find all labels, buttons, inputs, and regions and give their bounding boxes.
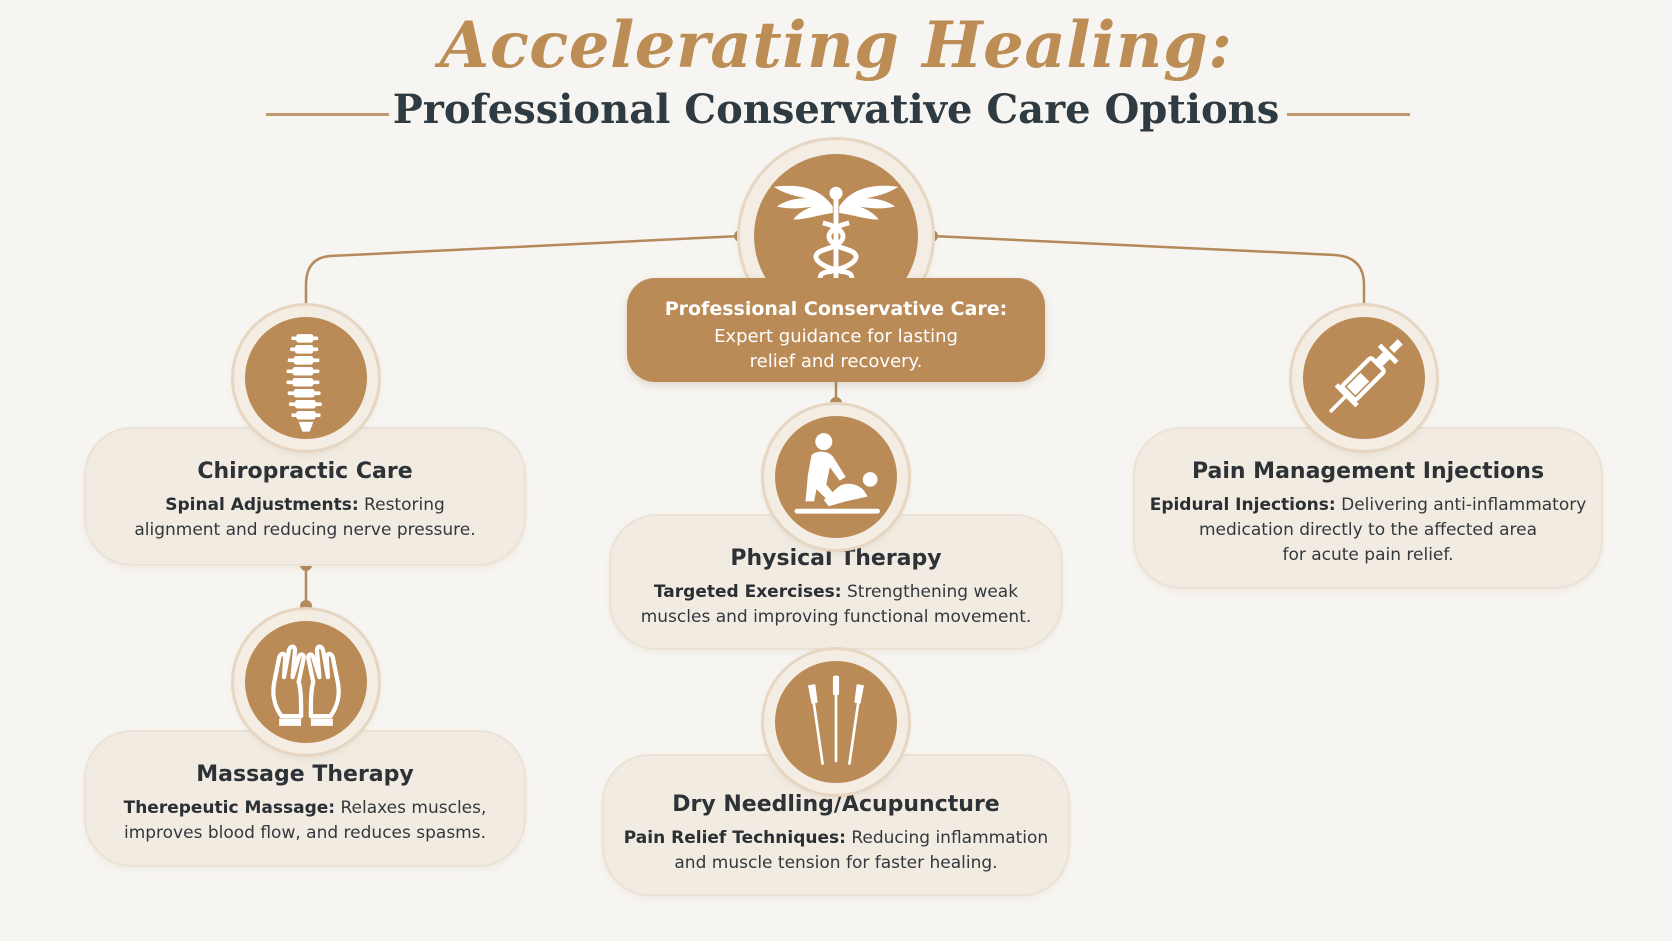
page-title: Accelerating Healing: <box>439 8 1233 83</box>
center-info-box: Professional Conservative Care: Expert g… <box>627 278 1045 382</box>
card-lead: Targeted Exercises: <box>653 582 842 602</box>
card-text: Delivering anti-inflammatory medication … <box>1199 495 1587 565</box>
card-title: Pain Management Injections <box>1191 459 1545 484</box>
card-description: Epidural Injections: Delivering anti-inf… <box>1135 493 1601 568</box>
card-text: Restoring alignment and reducing nerve p… <box>134 495 476 540</box>
card-lead: Therepeutic Massage: <box>123 798 336 818</box>
card-dry-needling: Dry Needling/Acupuncture Pain Relief Tec… <box>604 756 1068 894</box>
card-title: Dry Needling/Acupuncture <box>672 792 1000 817</box>
card-description: Therepeutic Massage: Relaxes muscles, im… <box>86 796 524 846</box>
card-description: Pain Relief Techniques: Reducing inflamm… <box>604 826 1068 876</box>
left-divider <box>266 113 389 116</box>
card-title: Chiropractic Care <box>197 459 413 484</box>
card-description: Spinal Adjustments: Restoring alignment … <box>86 493 524 543</box>
therapist-patient-icon <box>775 416 897 538</box>
center-description: Expert guidance for lasting relief and r… <box>714 326 958 372</box>
hands-icon <box>245 621 367 743</box>
card-lead: Spinal Adjustments: <box>165 495 359 515</box>
connector-node <box>300 600 312 612</box>
spine-icon <box>245 317 367 439</box>
card-text: Strengthening weak muscles and improving… <box>640 582 1032 627</box>
card-title: Massage Therapy <box>196 762 414 787</box>
card-description: Targeted Exercises: Strengthening weak m… <box>611 580 1061 630</box>
connector-center-to-injections <box>931 234 1366 308</box>
card-pain-injections: Pain Management Injections Epidural Inje… <box>1135 429 1601 587</box>
card-massage: Massage Therapy Therepeutic Massage: Rel… <box>86 732 524 865</box>
card-text: Relaxes muscles, improves blood flow, an… <box>123 798 487 843</box>
needles-icon <box>775 661 897 783</box>
card-text: Reducing inflammation and muscle tension… <box>674 828 1049 873</box>
card-chiropractic: Chiropractic Care Spinal Adjustments: Re… <box>86 429 524 564</box>
right-divider <box>1287 113 1410 116</box>
card-title: Physical Therapy <box>730 546 942 571</box>
syringe-icon <box>1303 317 1425 439</box>
page-subtitle: Professional Conservative Care Options <box>392 86 1280 133</box>
center-title: Professional Conservative Care: <box>664 298 1008 320</box>
connector-center-to-chiropractic <box>304 234 741 308</box>
card-lead: Epidural Injections: <box>1149 495 1336 515</box>
card-lead: Pain Relief Techniques: <box>623 828 846 848</box>
